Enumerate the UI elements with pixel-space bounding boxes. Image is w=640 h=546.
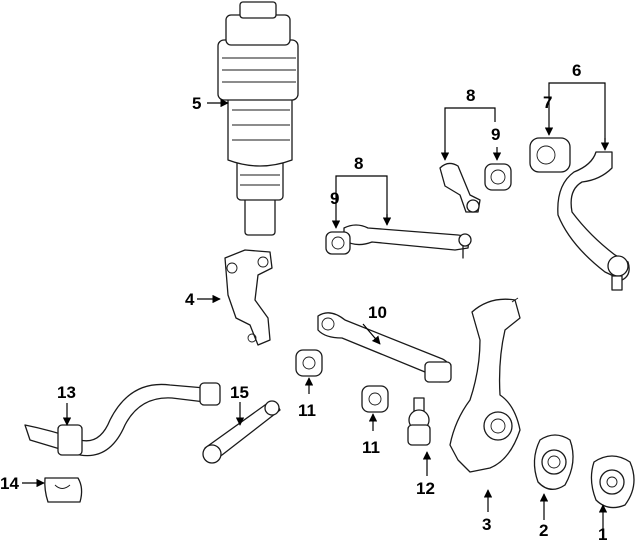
callout-15: 15 <box>230 383 249 402</box>
callout-3: 3 <box>482 515 491 534</box>
callout-9-top: 9 <box>491 125 500 144</box>
callout-5: 5 <box>192 94 201 113</box>
bushing-part-right <box>361 385 389 413</box>
air-strut-part <box>217 1 299 236</box>
wheel-hub-part <box>590 455 635 509</box>
stabilizer-bar-part <box>24 382 221 457</box>
steering-knuckle-part <box>449 297 521 473</box>
callout-9-middle: 9 <box>330 189 339 208</box>
stabilizer-bushing-part <box>44 477 83 503</box>
callout-13: 13 <box>57 383 76 402</box>
callout-11-right: 11 <box>362 438 380 457</box>
callout-8-middle: 8 <box>354 154 363 173</box>
wheel-bearing-part <box>533 434 574 490</box>
callout-7: 7 <box>543 93 552 112</box>
callout-1: 1 <box>598 525 607 544</box>
bracket-part <box>224 249 273 346</box>
ball-joint-part <box>407 397 431 446</box>
callout-8-top: 8 <box>466 86 475 105</box>
callout-11-left: 11 <box>298 401 316 420</box>
leader-lines <box>22 82 610 530</box>
stabilizer-link-part <box>202 400 281 464</box>
callout-6: 6 <box>572 61 581 80</box>
bushing-part-left <box>295 349 323 377</box>
callout-4: 4 <box>185 290 195 309</box>
upper-control-arm-part-2 <box>439 162 512 213</box>
lower-arm-part <box>317 312 452 383</box>
callout-2: 2 <box>539 521 548 540</box>
upper-control-arm-part <box>325 224 472 259</box>
callout-12: 12 <box>416 479 435 498</box>
callout-14: 14 <box>0 474 19 493</box>
callout-10: 10 <box>368 303 387 322</box>
lower-control-arm-part <box>529 137 630 291</box>
